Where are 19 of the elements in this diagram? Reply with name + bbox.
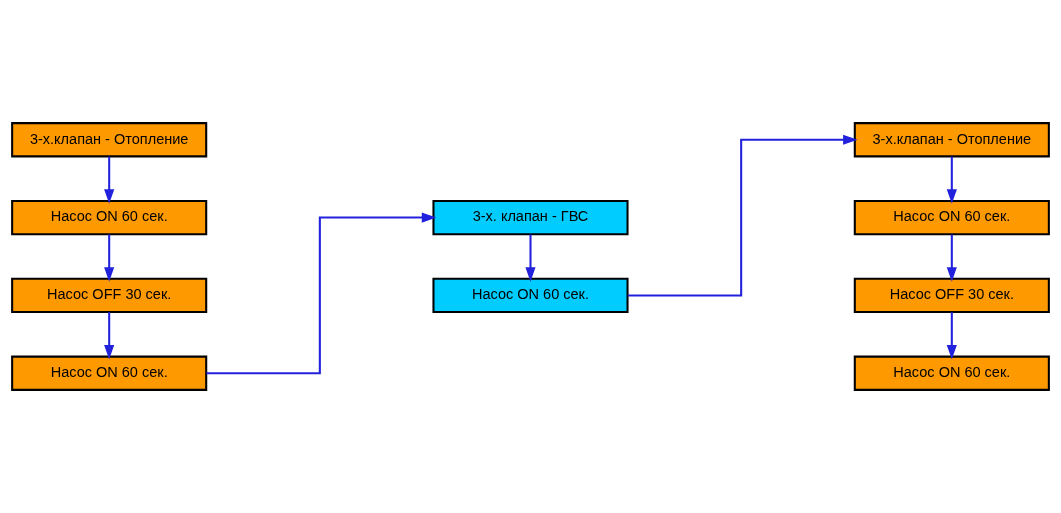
arrow xyxy=(946,156,957,204)
node-box: Насос OFF 30 сек. xyxy=(11,277,208,314)
arrow xyxy=(104,234,115,282)
node-box: Насос ON 60 сек. xyxy=(432,277,629,314)
node-box: 3-х. клапан - ГВС xyxy=(432,199,629,236)
node-box: Насос ON 60 сек. xyxy=(853,199,1050,236)
arrow xyxy=(104,156,115,204)
arrow xyxy=(627,134,858,297)
node-box: Насос ON 60 сек. xyxy=(11,355,208,391)
arrow xyxy=(946,312,957,360)
node-box: Насос ON 60 сек. xyxy=(853,355,1050,391)
node-box: Насос ON 60 сек. xyxy=(11,199,208,236)
node-box: 3-х.клапан - Отопление xyxy=(11,122,208,158)
node-box: 3-х.клапан - Отопление xyxy=(853,122,1050,158)
arrow xyxy=(206,212,437,375)
arrow xyxy=(946,234,957,282)
node-box: Насос OFF 30 сек. xyxy=(853,277,1050,314)
arrow xyxy=(104,312,115,360)
arrow xyxy=(525,234,536,282)
